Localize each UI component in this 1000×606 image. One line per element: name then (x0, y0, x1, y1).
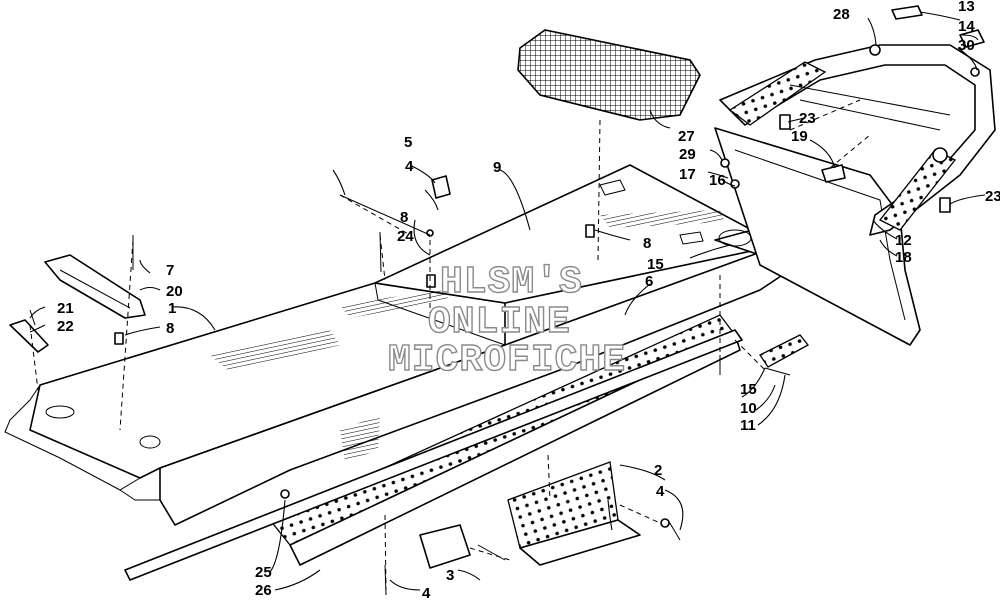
hitch-end-cap (44, 254, 146, 319)
callout-labels: 1 2 3 4 4 4 5 6 7 8 8 8 9 10 11 12 13 14… (57, 0, 1000, 602)
label-3: 3 (446, 567, 454, 584)
decal-10 (759, 334, 809, 368)
bolts (29, 194, 791, 596)
watermark: HLSM'S ONLINE MICROFICHE (387, 260, 626, 382)
label-8-left: 8 (166, 320, 174, 337)
running-board (124, 314, 743, 581)
label-17: 17 (679, 166, 696, 183)
splash-plate (507, 461, 641, 566)
label-27: 27 (678, 128, 695, 145)
label-29: 29 (679, 146, 696, 163)
label-23-top: 23 (799, 110, 816, 127)
grip-pad (517, 29, 701, 121)
label-22: 22 (57, 318, 74, 335)
label-24: 24 (397, 228, 414, 245)
label-1: 1 (168, 300, 176, 317)
label-13: 13 (958, 0, 975, 15)
rear-bumper (719, 44, 996, 236)
plate-bracket (419, 524, 471, 569)
watermark-line-1: HLSM'S (440, 261, 583, 304)
label-15-top: 15 (647, 256, 664, 273)
label-7: 7 (166, 262, 174, 279)
label-21: 21 (57, 300, 74, 317)
label-10: 10 (740, 400, 757, 417)
label-26: 26 (255, 582, 272, 599)
watermark-line-3: MICROFICHE (388, 339, 626, 382)
label-19: 19 (791, 128, 808, 145)
label-25: 25 (255, 564, 272, 581)
decal-5 (431, 175, 451, 199)
label-20: 20 (166, 283, 183, 300)
label-14: 14 (958, 18, 975, 35)
label-18: 18 (895, 249, 912, 266)
label-2: 2 (654, 462, 662, 479)
watermark-line-2: ONLINE (428, 301, 571, 344)
label-12: 12 (895, 232, 912, 249)
label-4-splash: 4 (656, 483, 665, 500)
label-30: 30 (958, 37, 975, 54)
label-4-bottom: 4 (422, 585, 431, 602)
label-6: 6 (645, 273, 653, 290)
tunnel-body (4, 164, 791, 526)
label-5: 5 (404, 134, 412, 151)
label-23-right: 23 (985, 188, 1000, 205)
label-9: 9 (493, 159, 501, 176)
label-16: 16 (709, 172, 726, 189)
callout-leaders (29, 11, 986, 591)
label-4-top: 4 (405, 158, 414, 175)
label-11: 11 (740, 417, 756, 434)
assembly-guides (29, 99, 871, 591)
label-15-bottom: 15 (740, 381, 757, 398)
decal-22 (9, 319, 49, 353)
label-28: 28 (833, 6, 850, 23)
label-8-mid: 8 (400, 209, 408, 226)
label-8-right: 8 (643, 235, 651, 252)
